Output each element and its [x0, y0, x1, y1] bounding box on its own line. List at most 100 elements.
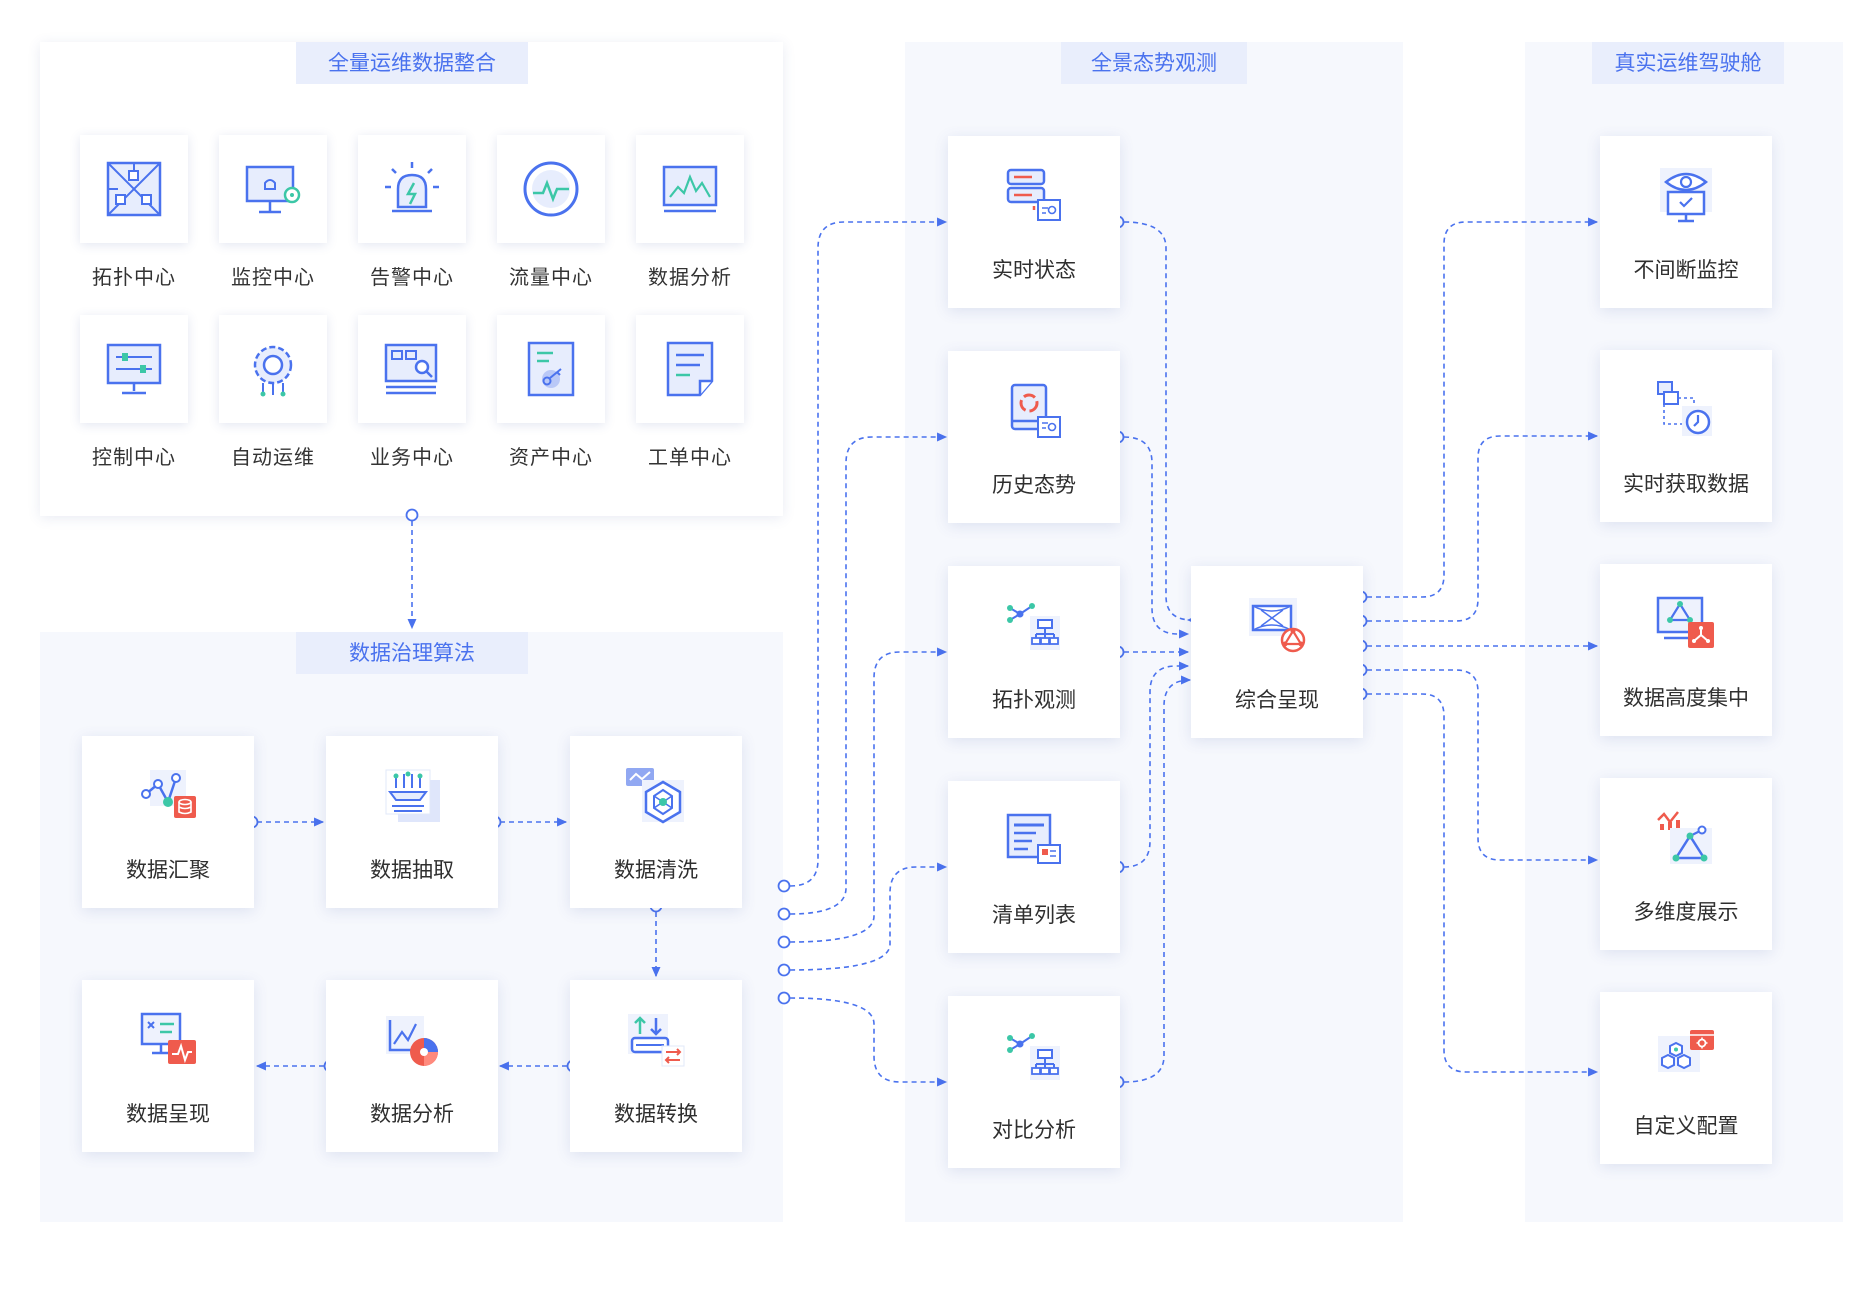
cockpit-item-custom-config-label: 自定义配置 [1633, 1114, 1739, 1138]
auto-gear-icon [253, 345, 293, 397]
cockpit-item-centralized-data[interactable]: 数据高度集中 [1600, 564, 1772, 736]
connector-gov-history [789, 432, 948, 915]
governance-step-clean[interactable]: 数据清洗 [570, 736, 742, 908]
custom-config-icon [1658, 1030, 1714, 1072]
cockpit-item-multi-dimension-label: 多维度展示 [1633, 900, 1739, 924]
work-order-icon [666, 341, 714, 397]
connector-hub-realtime [1367, 431, 1599, 622]
cockpit-panel-title: 真实运维驾驶舱 [1592, 42, 1784, 84]
observation-item-list-label: 清单列表 [992, 903, 1076, 927]
traffic-gauge-icon [523, 161, 579, 217]
integration-item-workorder[interactable] [636, 315, 744, 423]
present-screen-icon [140, 1012, 196, 1064]
cockpit-item-continuous-monitoring[interactable]: 不间断监控 [1600, 136, 1772, 308]
topology-tree-icon [1007, 603, 1060, 650]
integration-item-control[interactable] [80, 315, 188, 423]
asset-key-icon [527, 341, 575, 397]
compare-tree-icon [1007, 1033, 1060, 1080]
centralized-data-icon [1656, 596, 1714, 648]
observation-item-topology-label: 拓扑观测 [992, 688, 1076, 712]
integrated-view-icon [1249, 598, 1306, 653]
governance-step-present[interactable]: 数据呈现 [82, 980, 254, 1152]
integration-item-autoops[interactable] [219, 315, 327, 423]
cockpit-item-realtime-data[interactable]: 实时获取数据 [1600, 350, 1772, 522]
governance-step-analysis[interactable]: 数据分析 [326, 980, 498, 1152]
cockpit-item-centralized-data-label: 数据高度集中 [1623, 686, 1749, 710]
integration-label-topology: 拓扑中心 [92, 265, 176, 289]
cockpit-item-realtime-data-label: 实时获取数据 [1623, 472, 1749, 496]
aggregate-nodes-icon [141, 770, 196, 818]
observation-panel-title: 全景态势观测 [1061, 42, 1247, 84]
observation-hub-integrated[interactable]: 综合呈现 [1191, 566, 1363, 738]
integration-panel-title: 全量运维数据整合 [296, 42, 528, 84]
governance-step-aggregate-label: 数据汇聚 [126, 858, 210, 882]
integration-label-analytics: 数据分析 [648, 265, 732, 289]
connector-gov-realtime [789, 217, 948, 887]
observation-item-realtime-status-label: 实时状态 [992, 258, 1076, 282]
governance-step-extract[interactable]: 数据抽取 [326, 736, 498, 908]
integration-item-business[interactable] [358, 315, 466, 423]
transform-arrows-icon [628, 1014, 685, 1067]
observation-item-list[interactable]: 清单列表 [948, 781, 1120, 953]
cockpit-item-custom-config[interactable]: 自定义配置 [1600, 992, 1772, 1164]
governance-step-extract-label: 数据抽取 [370, 858, 454, 882]
integration-label-control: 控制中心 [92, 445, 176, 469]
integration-label-alarm: 告警中心 [370, 265, 454, 289]
connector-list-hub [1123, 661, 1190, 868]
connector-hub-multidim [1367, 669, 1599, 865]
analytics-chart-icon [662, 165, 718, 213]
governance-step-transform[interactable]: 数据转换 [570, 980, 742, 1152]
eye-monitor-icon [1660, 168, 1712, 223]
multi-dimension-icon [1657, 811, 1712, 864]
connector-realtime-hub [1123, 221, 1197, 625]
connector-history-hub [1123, 436, 1190, 639]
integration-label-monitor: 监控中心 [231, 265, 315, 289]
connector-hub-custom [1367, 693, 1599, 1077]
observation-item-compare-label: 对比分析 [992, 1118, 1076, 1142]
history-book-icon [1010, 383, 1061, 438]
cockpit-item-multi-dimension[interactable]: 多维度展示 [1600, 778, 1772, 950]
governance-panel-title: 数据治理算法 [296, 632, 528, 674]
integration-item-analytics[interactable] [636, 135, 744, 243]
realtime-clock-icon [1657, 381, 1712, 436]
server-status-icon [1006, 168, 1061, 221]
integration-item-traffic[interactable] [497, 135, 605, 243]
connector-gov-list [789, 862, 948, 971]
integration-panel [40, 42, 783, 516]
observation-hub-integrated-label: 综合呈现 [1235, 688, 1319, 712]
observation-item-topology[interactable]: 拓扑观测 [948, 566, 1120, 738]
cockpit-item-continuous-monitoring-label: 不间断监控 [1633, 258, 1739, 282]
integration-label-workorder: 工单中心 [648, 445, 732, 469]
connector-gov-topology [789, 647, 948, 943]
governance-step-aggregate[interactable]: 数据汇聚 [82, 736, 254, 908]
observation-item-history-label: 历史态势 [992, 473, 1076, 497]
list-table-icon [1006, 813, 1061, 864]
connector-compare-hub [1123, 675, 1192, 1083]
topology-grid-icon [106, 161, 162, 217]
governance-step-transform-label: 数据转换 [614, 1102, 698, 1126]
integration-item-asset[interactable] [497, 315, 605, 423]
integration-label-autoops: 自动运维 [231, 445, 315, 469]
integration-label-business: 业务中心 [370, 445, 454, 469]
control-monitor-icon [106, 343, 162, 395]
observation-item-realtime-status[interactable]: 实时状态 [948, 136, 1120, 308]
observation-item-history[interactable]: 历史态势 [948, 351, 1120, 523]
observation-item-compare[interactable]: 对比分析 [948, 996, 1120, 1168]
analysis-pie-icon [386, 1016, 438, 1066]
monitor-screen-icon [245, 165, 301, 214]
governance-step-present-label: 数据呈现 [126, 1102, 210, 1126]
extract-layers-icon [385, 769, 440, 822]
governance-step-analysis-label: 数据分析 [370, 1102, 454, 1126]
connector-hub-monitor [1367, 217, 1599, 598]
alarm-siren-icon [385, 162, 439, 213]
integration-item-alarm[interactable] [358, 135, 466, 243]
connector-gov-compare [789, 997, 948, 1087]
integration-label-traffic: 流量中心 [509, 265, 593, 289]
integration-item-topology[interactable] [80, 135, 188, 243]
governance-step-clean-label: 数据清洗 [614, 858, 698, 882]
integration-label-asset: 资产中心 [509, 445, 593, 469]
business-search-icon [384, 343, 438, 395]
clean-hexagon-icon [626, 768, 684, 824]
integration-item-monitor[interactable] [219, 135, 327, 243]
